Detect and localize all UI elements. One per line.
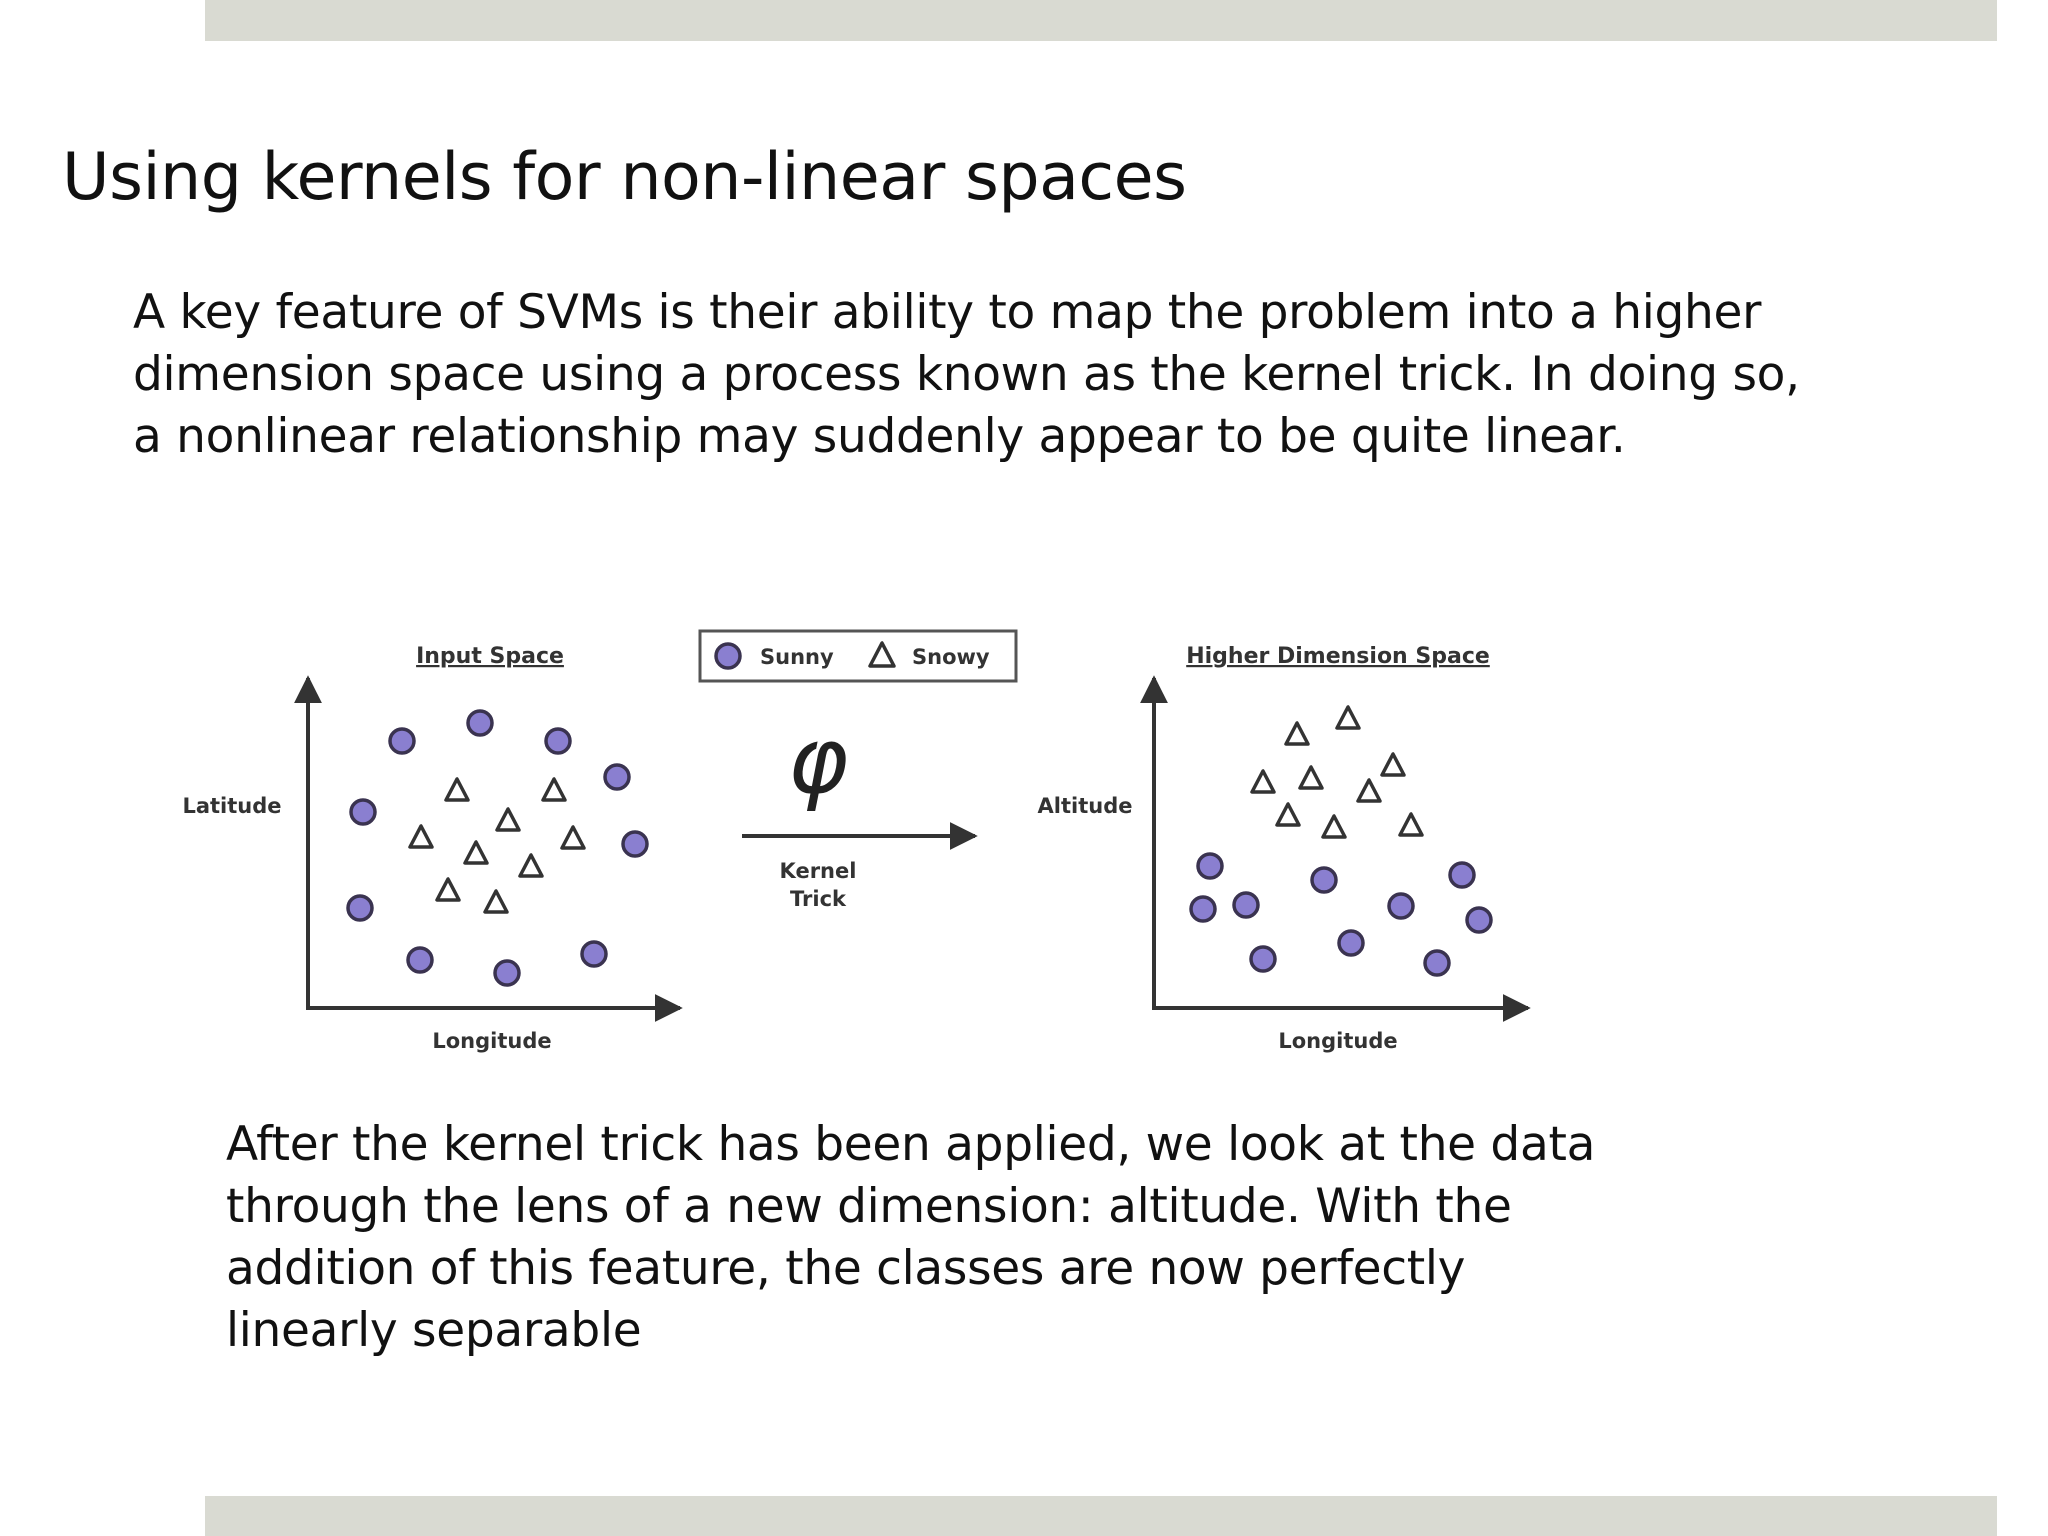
higher-snowy-point — [1298, 765, 1324, 790]
legend: Sunny Snowy — [698, 629, 1018, 683]
input-sunny-point — [388, 727, 416, 755]
higher-sunny-point — [1310, 866, 1338, 894]
input-snowy-point — [463, 840, 489, 865]
legend-box — [698, 629, 1018, 683]
bottom-accent-band — [205, 1496, 1997, 1536]
input-snowy-point — [444, 777, 470, 802]
input-x-label: Longitude — [432, 1029, 551, 1053]
caption-paragraph: After the kernel trick has been applied,… — [226, 1117, 1596, 1358]
higher-snowy-point — [1250, 769, 1276, 794]
higher-y-label: Altitude — [1038, 794, 1133, 818]
input-y-label: Latitude — [182, 794, 281, 818]
kernel-trick-figure: Input Space Latitude Longitude Sunny Sno… — [182, 629, 1531, 1053]
higher-snowy-point — [1275, 802, 1301, 827]
higher-sunny-point — [1337, 929, 1365, 957]
input-space-points — [346, 709, 649, 987]
input-sunny-point — [493, 959, 521, 987]
input-sunny-point — [621, 830, 649, 858]
higher-sunny-point — [1189, 895, 1217, 923]
legend-snowy-label: Snowy — [912, 645, 990, 669]
higher-sunny-point — [1249, 945, 1277, 973]
top-accent-band — [205, 0, 1997, 41]
transform-label-line1: Kernel — [780, 859, 857, 883]
higher-sunny-point — [1387, 892, 1415, 920]
slide-title: Using kernels for non-linear spaces — [62, 140, 1187, 215]
input-snowy-point — [408, 824, 434, 849]
input-sunny-point — [603, 763, 631, 791]
higher-snowy-point — [1284, 721, 1310, 746]
kernel-transform: φ Kernel Trick — [742, 707, 978, 911]
input-snowy-point — [518, 853, 544, 878]
input-sunny-point — [466, 709, 494, 737]
transform-label-line2: Trick — [790, 887, 847, 911]
intro-paragraph: A key feature of SVMs is their ability t… — [133, 285, 1800, 464]
input-snowy-point — [495, 807, 521, 832]
higher-sunny-point — [1196, 852, 1224, 880]
input-sunny-point — [544, 727, 572, 755]
input-sunny-point — [406, 946, 434, 974]
higher-sunny-point — [1448, 861, 1476, 889]
higher-snowy-point — [1398, 812, 1424, 837]
higher-sunny-point — [1465, 906, 1493, 934]
input-snowy-point — [435, 877, 461, 902]
legend-snowy-marker — [868, 641, 896, 668]
higher-sunny-point — [1423, 949, 1451, 977]
higher-x-label: Longitude — [1278, 1029, 1397, 1053]
higher-snowy-point — [1380, 752, 1406, 777]
phi-symbol: φ — [788, 707, 849, 814]
higher-dimension-title: Higher Dimension Space — [1186, 644, 1490, 669]
higher-snowy-point — [1321, 814, 1347, 839]
input-sunny-point — [349, 798, 377, 826]
higher-snowy-point — [1335, 705, 1361, 730]
higher-snowy-point — [1356, 778, 1382, 803]
higher-sunny-point — [1232, 891, 1260, 919]
input-sunny-point — [580, 940, 608, 968]
legend-sunny-marker — [714, 642, 742, 670]
higher-dimension-panel: Higher Dimension Space Altitude Longitud… — [1038, 644, 1531, 1053]
input-snowy-point — [560, 825, 586, 850]
higher-dimension-points — [1189, 705, 1493, 977]
input-snowy-point — [541, 777, 567, 802]
input-sunny-point — [346, 894, 374, 922]
input-space-panel: Input Space Latitude Longitude — [182, 644, 683, 1053]
input-space-title: Input Space — [416, 644, 564, 669]
legend-sunny-label: Sunny — [760, 645, 834, 669]
input-snowy-point — [483, 889, 509, 914]
